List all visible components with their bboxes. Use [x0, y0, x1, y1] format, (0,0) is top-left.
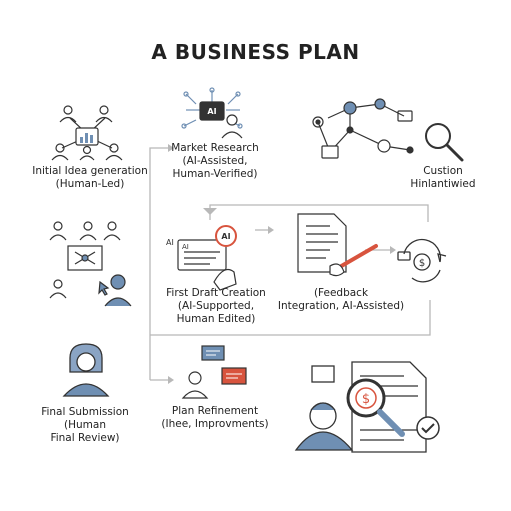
market-line2: (AI-Assisted, [182, 155, 248, 167]
idea-person-4 [105, 143, 123, 161]
label-submission: Final Submission (Human Final Review) [30, 406, 140, 445]
idea-person-5 [79, 145, 95, 161]
pen-icon [336, 244, 378, 270]
custom-line1: Custion [423, 165, 463, 177]
label-draft: First Draft Creation (AI-Supported, Huma… [156, 287, 276, 326]
refinement-icon [181, 345, 247, 399]
custom-network-icon [312, 98, 464, 162]
connector-left-spine [149, 147, 168, 380]
feedback-document-icon [297, 213, 378, 277]
ai-chip [199, 101, 225, 121]
market-line1: Market Research [171, 142, 259, 154]
idea-person-1 [59, 105, 77, 123]
team-board-icon [49, 221, 132, 307]
team-person-2 [79, 221, 97, 241]
team-person-5 [104, 274, 132, 307]
speech-bubble-blue [201, 345, 225, 361]
market-line3: Human-Verified) [172, 168, 258, 180]
review-chat-bubble [311, 365, 335, 383]
label-market: Market Research (AI-Assisted, Human-Veri… [160, 142, 270, 181]
idea-line2: (Human-Led) [55, 178, 125, 190]
idea-person-3 [51, 143, 69, 161]
draft-card-icon [177, 225, 237, 291]
label-idea: Initial Idea generation (Human-Led) [32, 165, 148, 191]
feedback-line2: Integration, AI-Assisted) [277, 300, 405, 312]
page-title: A BUSINESS PLAN [151, 40, 360, 64]
draft-line1: First Draft Creation [166, 287, 266, 299]
ai-chip-label: AI [207, 107, 216, 116]
person-circle-icon [377, 139, 391, 153]
check-circle-icon [416, 416, 440, 440]
hand-icon [213, 269, 237, 291]
team-person-1 [49, 221, 67, 241]
team-person-4 [49, 279, 67, 299]
cursor-icon [98, 280, 110, 296]
magnifier-icon [425, 123, 451, 149]
submission-line3: Final Review) [50, 432, 120, 444]
gear-icon [312, 116, 324, 128]
submission-line2: (Human [64, 419, 106, 431]
market-research-icon [181, 87, 243, 139]
draft-line2: (AI-Supported, [177, 300, 255, 312]
label-feedback: (Feedback Integration, AI-Assisted) [268, 287, 414, 313]
label-custom: Custion Hinlantiwied [388, 165, 498, 191]
label-refinement: Plan Refinement (Ihee, Improvments) [160, 405, 270, 431]
dollar-icon: $ [419, 258, 425, 269]
draft-ai-small-label: AI [166, 238, 174, 247]
refinement-line2: (Ihee, Improvments) [161, 418, 269, 430]
draft-ai-bubble-label: AI [221, 232, 230, 241]
team-person-3 [103, 221, 121, 241]
feedback-line1: (Feedback [313, 287, 369, 299]
idea-person-2 [95, 105, 113, 123]
idea-people-network [51, 105, 123, 161]
ai-bubble-icon [215, 225, 237, 247]
review-illustration: $ [294, 361, 440, 453]
draft-line3: Human Edited) [176, 313, 256, 325]
speech-bubble-red [221, 367, 247, 385]
review-dollar-icon: $ [362, 392, 370, 407]
calculator-icon [321, 145, 339, 159]
cycle-dollar-icon: $ [397, 238, 447, 283]
idea-line1: Initial Idea generation [32, 165, 148, 177]
submission-line1: Final Submission [41, 406, 129, 418]
draft-ai-card-label: AI [182, 243, 189, 251]
connector-draft-refinement [150, 300, 431, 336]
connector-arrowheads [168, 144, 396, 384]
custom-line2: Hinlantiwied [410, 178, 476, 190]
submission-person-icon [62, 343, 110, 397]
refinement-line1: Plan Refinement [171, 405, 259, 417]
